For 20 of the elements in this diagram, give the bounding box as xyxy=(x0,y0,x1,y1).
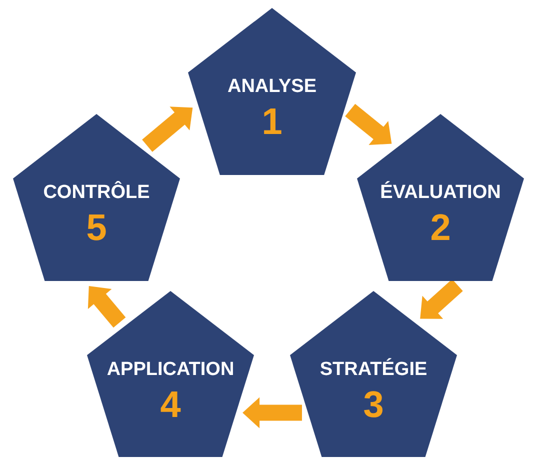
step-number: 2 xyxy=(430,209,451,247)
step-pentagon xyxy=(188,8,356,175)
step-title: APPLICATION xyxy=(106,359,234,381)
arrow xyxy=(242,397,302,428)
step-title: CONTRÔLE xyxy=(43,182,150,204)
step-pentagon xyxy=(87,291,254,457)
arrow xyxy=(142,106,193,152)
step-title: ANALYSE xyxy=(227,76,317,98)
arrow xyxy=(88,286,126,328)
step-number: 3 xyxy=(363,386,384,424)
step-number: 5 xyxy=(86,209,107,247)
step-pentagon xyxy=(357,114,524,281)
step-title: ÉVALUATION xyxy=(380,182,501,204)
step-pentagon xyxy=(290,291,457,457)
step-number: 4 xyxy=(160,386,181,424)
step-title: STRATÉGIE xyxy=(320,359,428,381)
arrow xyxy=(345,104,392,146)
step-number: 1 xyxy=(262,103,282,141)
step-pentagon xyxy=(13,114,180,281)
arrow xyxy=(420,279,463,319)
